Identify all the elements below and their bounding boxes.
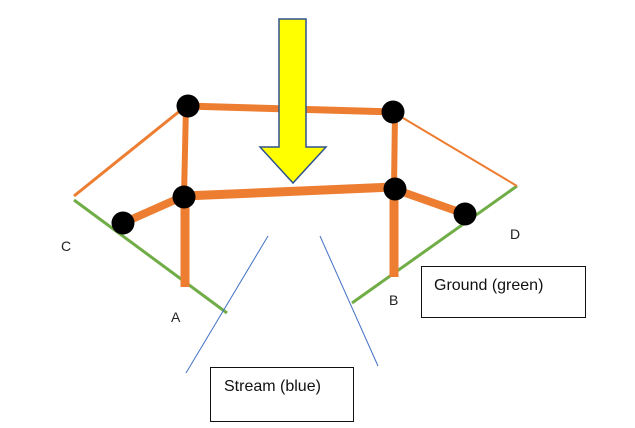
stream-legend-text: Stream (blue) (224, 378, 321, 395)
post-upper-right (391, 111, 398, 191)
label-b: B (389, 292, 399, 308)
joint-outer-left (111, 211, 135, 235)
ground-line-left (73, 198, 228, 315)
deck-link-right (392, 185, 467, 218)
joint-mid-right (383, 177, 407, 201)
label-d: D (510, 226, 521, 242)
stream-legend-box (210, 367, 354, 422)
label-c: C (61, 238, 72, 254)
joint-mid-left (172, 185, 196, 209)
post-upper-left (181, 105, 189, 197)
stream-line-left (185, 235, 269, 374)
load-arrow (258, 18, 328, 185)
ground-legend-text: Ground (green) (434, 277, 544, 294)
label-a: A (171, 309, 181, 325)
brace-left (73, 104, 187, 198)
joint-top-left (176, 94, 200, 118)
ground-legend-box (421, 266, 586, 318)
stream-line-right (319, 235, 379, 367)
joint-outer-right (453, 202, 477, 226)
joint-top-right (381, 100, 405, 124)
deck-beam (183, 182, 395, 201)
ground-line-right (351, 184, 518, 305)
brace-right (392, 111, 518, 187)
